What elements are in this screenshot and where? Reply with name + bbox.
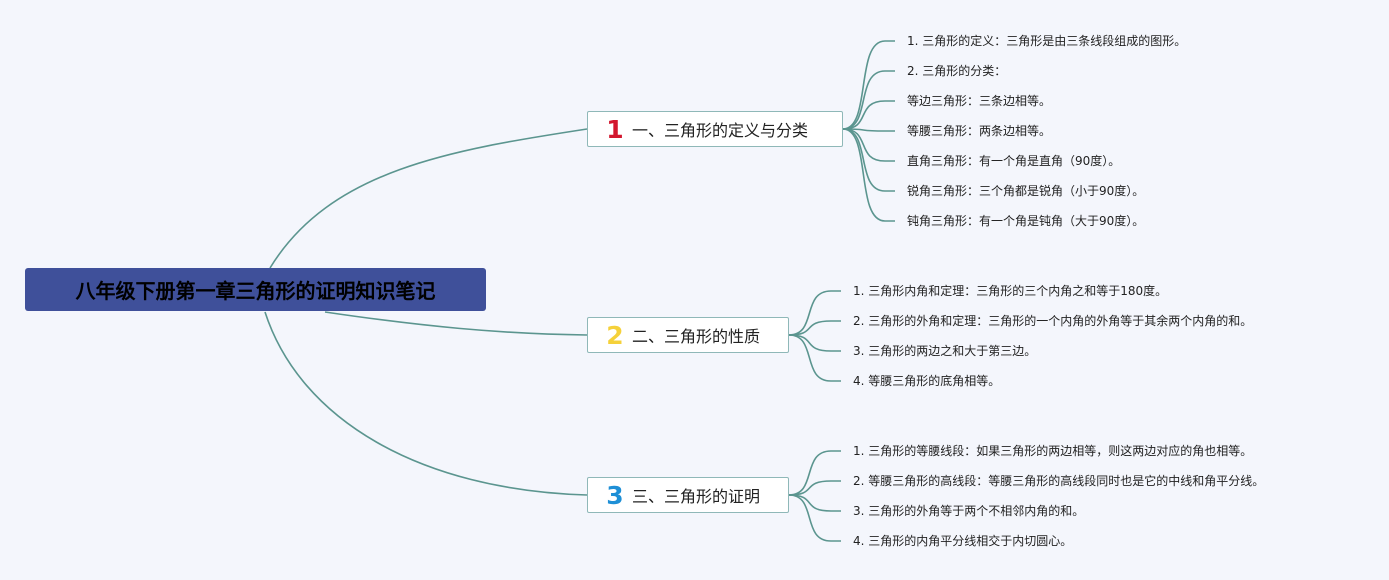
connector-line (842, 100, 895, 130)
branch-number-badge: 3 (606, 480, 624, 510)
leaf-topic[interactable]: 1. 三角形的定义：三角形是由三条线段组成的图形。 (907, 34, 1187, 48)
connector-line (788, 450, 841, 496)
leaf-topic[interactable]: 钝角三角形：有一个角是钝角（大于90度）。 (907, 214, 1145, 228)
connector-line (788, 320, 841, 336)
leaf-topic[interactable]: 2. 三角形的外角和定理：三角形的一个内角的外角等于其余两个内角的和。 (853, 314, 1253, 328)
connector-line (842, 128, 895, 162)
connector-line (788, 334, 841, 352)
leaf-topic[interactable]: 3. 三角形的两边之和大于第三边。 (853, 344, 1037, 358)
leaf-topic[interactable]: 1. 三角形的等腰线段：如果三角形的两边相等，则这两边对应的角也相等。 (853, 444, 1253, 458)
branch-properties[interactable]: 2 二、三角形的性质 (587, 317, 789, 353)
leaf-topic[interactable]: 2. 等腰三角形的高线段：等腰三角形的高线段同时也是它的中线和角平分线。 (853, 474, 1265, 488)
leaf-topic[interactable]: 1. 三角形内角和定理：三角形的三个内角之和等于180度。 (853, 284, 1168, 298)
connector-line (788, 494, 841, 542)
connector-line (842, 128, 895, 222)
branch-number-badge: 1 (606, 114, 624, 144)
branch-label: 二、三角形的性质 (632, 327, 761, 346)
central-topic-label: 八年级下册第一章三角形的证明知识笔记 (75, 279, 436, 303)
leaf-topic[interactable]: 4. 等腰三角形的底角相等。 (853, 374, 1001, 388)
connector-line (324, 311, 588, 336)
branch-proofs[interactable]: 3 三、三角形的证明 (587, 477, 789, 513)
connector-line (842, 40, 895, 130)
connector-line (842, 128, 895, 132)
leaf-topic[interactable]: 3. 三角形的外角等于两个不相邻内角的和。 (853, 504, 1085, 518)
connector-line (788, 480, 841, 496)
leaf-topic[interactable]: 锐角三角形：三个角都是锐角（小于90度）。 (907, 184, 1145, 198)
central-topic[interactable]: 八年级下册第一章三角形的证明知识笔记 (25, 268, 486, 311)
connector-line (264, 311, 588, 496)
branch-definition-classification[interactable]: 1 一、三角形的定义与分类 (587, 111, 843, 147)
leaf-topic[interactable]: 2. 三角形的分类： (907, 64, 1007, 78)
connector-line (788, 494, 841, 512)
connector-line (269, 128, 588, 269)
branch-label: 一、三角形的定义与分类 (632, 121, 809, 140)
leaf-topic[interactable]: 等边三角形：三条边相等。 (907, 94, 1052, 108)
leaf-topic[interactable]: 直角三角形：有一个角是直角（90度）。 (907, 154, 1121, 168)
connector-line (842, 128, 895, 192)
branch-number-badge: 2 (606, 320, 624, 350)
leaf-topic[interactable]: 等腰三角形：两条边相等。 (907, 124, 1052, 138)
branch-label: 三、三角形的证明 (632, 487, 761, 506)
leaf-topic[interactable]: 4. 三角形的内角平分线相交于内切圆心。 (853, 534, 1073, 548)
connector-line (842, 70, 895, 130)
connector-line (788, 290, 841, 336)
connector-line (788, 334, 841, 382)
